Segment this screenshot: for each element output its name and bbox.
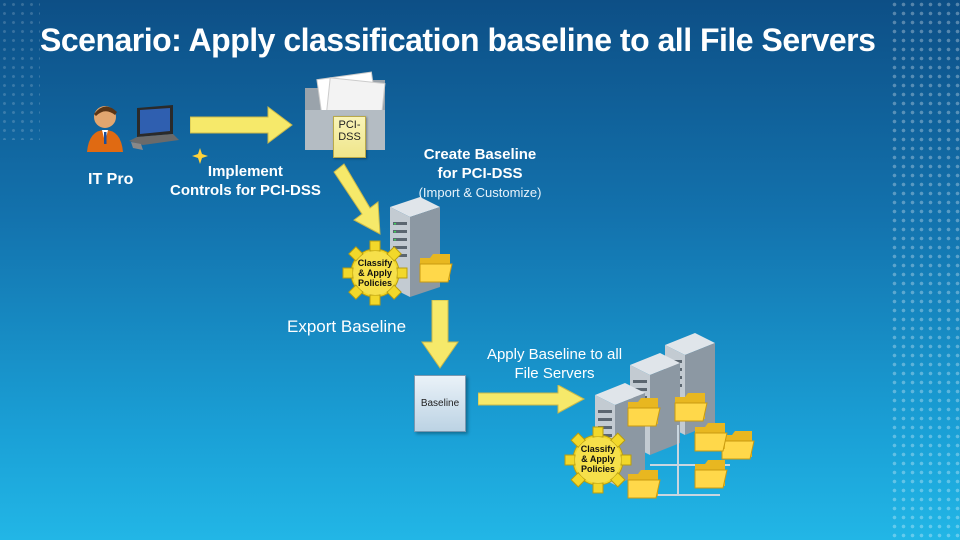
apply-baseline-label: Apply Baseline to all File Servers <box>467 345 642 383</box>
gear2-line2: & Apply <box>581 454 615 464</box>
it-pro-laptop-icon <box>87 105 179 152</box>
arrow-to-server <box>333 163 381 235</box>
gear2-line1: Classify <box>580 444 616 454</box>
decorative-dot-pattern <box>890 0 960 540</box>
slide-title: Scenario: Apply classification baseline … <box>40 22 876 58</box>
pci-dss-document: PCI- DSS <box>333 116 366 158</box>
arrow-to-pci <box>190 106 293 144</box>
gear1-line1: Classify <box>357 258 393 268</box>
export-baseline-label: Export Baseline <box>287 317 407 336</box>
gear1-line2: & Apply <box>358 268 392 278</box>
baseline-document: Baseline <box>414 375 466 432</box>
create-sub: (Import & Customize) <box>418 185 542 200</box>
pci-doc-line2: DSS <box>338 131 361 143</box>
gear2-line3: Policies <box>580 464 616 474</box>
pci-doc-line1: PCI- <box>338 119 361 131</box>
decorative-dot-pattern-left <box>0 0 40 140</box>
it-pro-label: IT Pro <box>88 171 134 188</box>
implement-line2: Controls for PCI-DSS <box>170 182 321 199</box>
gear1-label: Classify & Apply Policies <box>350 258 400 288</box>
gear1-line3: Policies <box>357 278 393 288</box>
create-line1: Create Baseline <box>423 146 537 163</box>
apply-line2: File Servers <box>514 365 595 382</box>
implement-line1: Implement <box>207 163 283 180</box>
sparkle-icon <box>192 148 208 164</box>
implement-label: Implement Controls for PCI-DSS <box>170 162 321 200</box>
arrow-to-servers <box>478 385 586 414</box>
arrow-export <box>421 300 459 369</box>
gear-icon-2 <box>564 426 632 494</box>
apply-line1: Apply Baseline to all <box>486 346 623 363</box>
gear-icon <box>342 240 408 306</box>
gear2-label: Classify & Apply Policies <box>572 444 624 474</box>
folder-yellow-icon <box>419 254 453 283</box>
create-line2: for PCI-DSS <box>437 165 523 182</box>
create-baseline-label: Create Baseline for PCI-DSS (Import & Cu… <box>410 145 550 202</box>
